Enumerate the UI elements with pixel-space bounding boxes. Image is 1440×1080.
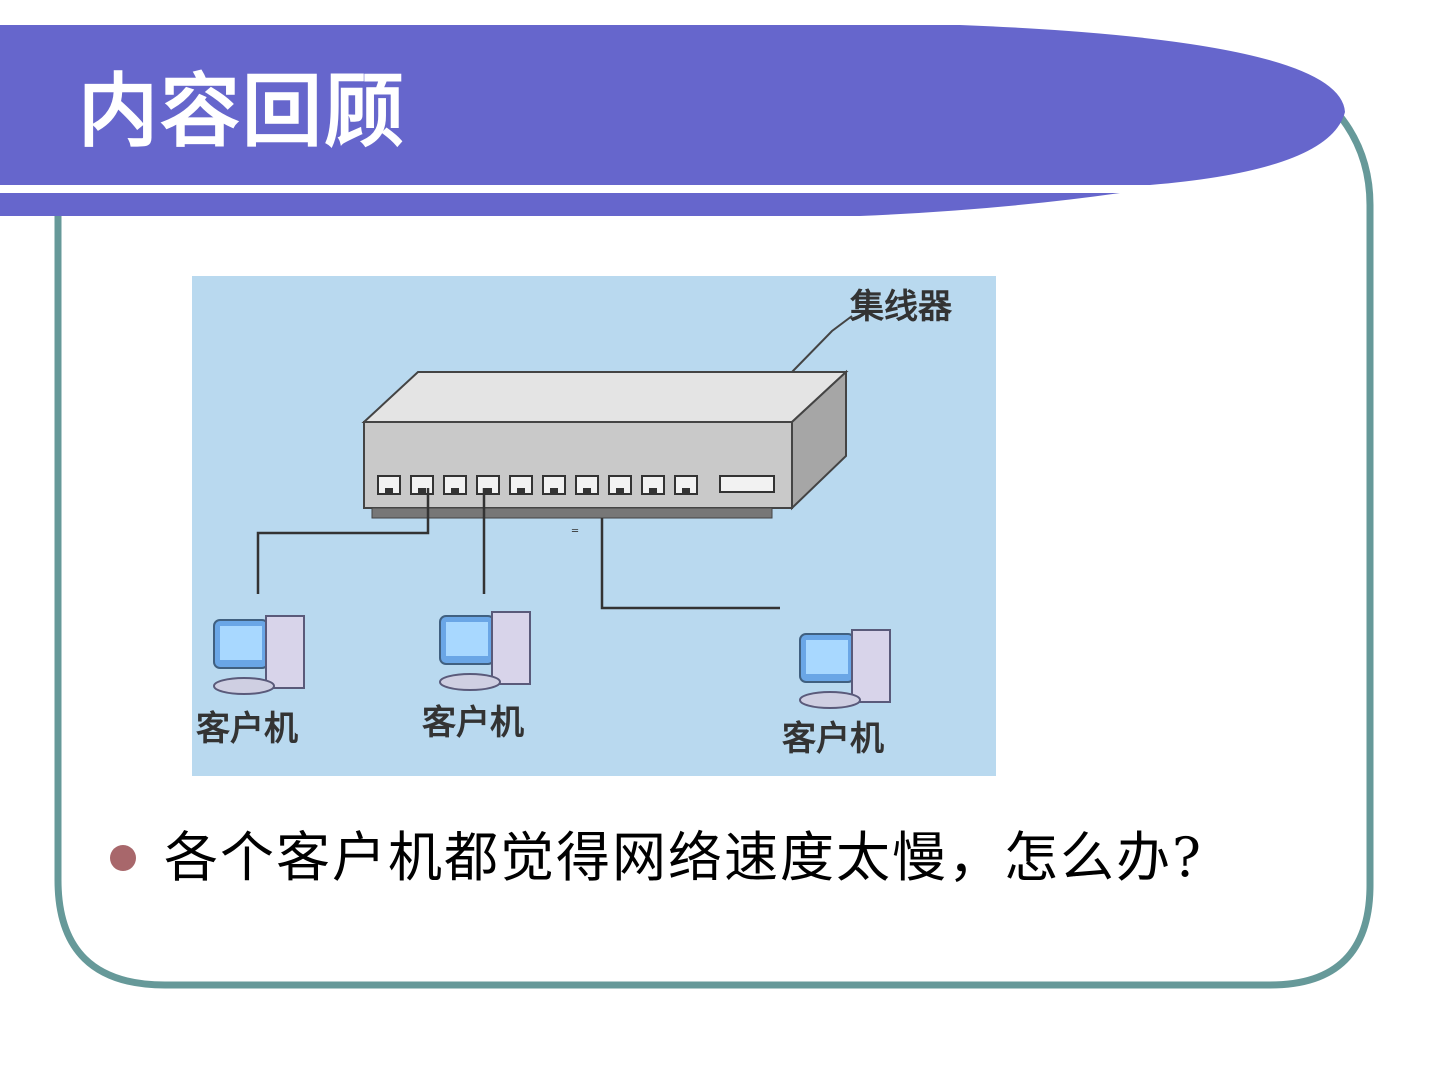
client-label-2: 客户机 (422, 703, 524, 743)
cable-mark: ═ (571, 526, 579, 537)
client-tower (851, 629, 891, 703)
slide-title: 内容回顾 (78, 65, 406, 158)
title-underline (0, 193, 1120, 216)
hub-port-notch (550, 488, 558, 494)
client-base (213, 677, 275, 695)
hub-device (361, 369, 849, 519)
hub-network-diagram: 集线器 ═ 客户机 客户机 客户机 (192, 276, 996, 776)
hub-label: 集线器 (849, 287, 953, 327)
hub-ports (377, 475, 698, 495)
cable-client-3 (600, 518, 780, 610)
hub-port-notch (517, 488, 525, 494)
hub-port-notch (484, 488, 492, 494)
hub-port-notch (385, 488, 393, 494)
hub-port-notch (418, 488, 426, 494)
hub-port-notch (583, 488, 591, 494)
client-computer-2 (439, 611, 531, 691)
content-border (54, 107, 1374, 989)
hub-top-face (361, 371, 849, 423)
bullet-item: 各个客户机都觉得网络速度太慢，怎么办? (110, 818, 1203, 898)
hub-base (371, 507, 773, 519)
client-computer-1 (213, 615, 305, 695)
client-base (799, 691, 861, 709)
hub-port-notch (649, 488, 657, 494)
hub-leader-line (791, 315, 853, 373)
client-tower (265, 615, 305, 689)
client-tower (491, 611, 531, 685)
client-label-1: 客户机 (196, 709, 298, 749)
hub-port-notch (682, 488, 690, 494)
client-label-3: 客户机 (782, 719, 884, 759)
hub-uplink-port (719, 475, 775, 493)
cable-client-1 (256, 488, 430, 594)
client-computer-3 (799, 629, 891, 709)
client-base (439, 673, 501, 691)
bullet-text: 各个客户机都觉得网络速度太慢，怎么办? (164, 826, 1203, 889)
bullet-dot-icon (110, 845, 136, 871)
title-bar (0, 25, 1345, 185)
hub-port-notch (616, 488, 624, 494)
hub-port-notch (451, 488, 459, 494)
